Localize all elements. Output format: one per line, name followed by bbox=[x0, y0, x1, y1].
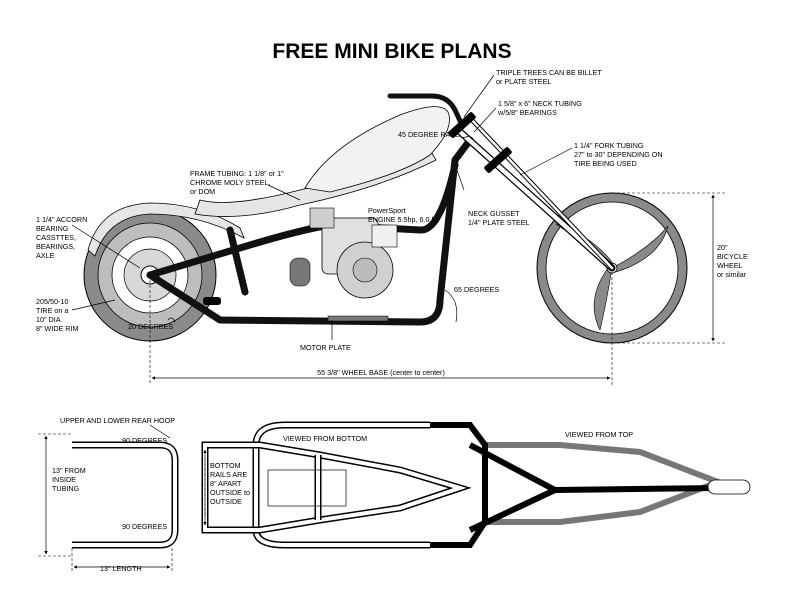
label-wheelbase: 55 3/8" WHEEL BASE (center to center) bbox=[317, 368, 445, 377]
label-bottom-rails-5: OUTSIDE bbox=[210, 497, 242, 506]
motor-plate bbox=[327, 315, 389, 322]
label-rake: 45 DEGREE RAKE bbox=[398, 130, 460, 139]
frame-top-view bbox=[430, 422, 751, 548]
gas-tank bbox=[304, 106, 450, 193]
label-neck-tubing-1: 1 5/8" x 6" NECK TUBING bbox=[498, 99, 582, 108]
label-frame-tubing-1: FRAME TUBING: 1 1/8" or 1" bbox=[190, 169, 284, 178]
label-rear-tire-3: 10" DIA. bbox=[36, 315, 63, 324]
engine bbox=[289, 207, 398, 299]
label-frame-tubing-3: or DOM bbox=[190, 187, 215, 196]
label-neck-tubing-2: w/5/8" BEARINGS bbox=[497, 108, 557, 117]
foot-peg bbox=[203, 297, 221, 305]
label-fork-tubing-1: 1 1/4" FORK TUBING bbox=[574, 141, 644, 150]
label-90-degrees-bottom: 90 DEGREES bbox=[122, 522, 167, 531]
label-rear-tire-2: TIRE on a bbox=[36, 306, 68, 315]
label-bearing-4: BEARINGS, bbox=[36, 242, 75, 251]
label-triple-trees-2: or PLATE STEEL bbox=[496, 77, 551, 86]
frame-bottom-view bbox=[201, 421, 472, 549]
label-fork-tubing-3: TIRE BEING USED bbox=[574, 159, 637, 168]
label-front-wheel-2: BICYCLE bbox=[717, 252, 748, 261]
label-viewed-from-top: VIEWED FROM TOP bbox=[565, 430, 633, 439]
label-front-wheel-1: 20" bbox=[717, 243, 728, 252]
label-neck-gusset-1: NECK GUSSET bbox=[468, 209, 520, 218]
label-bearing-2: BEARING bbox=[36, 224, 69, 233]
label-bottom-rails-2: RAILS ARE bbox=[210, 470, 247, 479]
page-title: FREE MINI BIKE PLANS bbox=[272, 40, 511, 63]
label-length: 13" LENGTH bbox=[100, 564, 142, 573]
rear-fender bbox=[87, 202, 245, 257]
label-rear-tire-1: 205/50-10 bbox=[36, 297, 68, 306]
annotation-lines bbox=[71, 74, 725, 385]
front-fork bbox=[448, 112, 616, 272]
label-90-degrees-top: 90 DEGREES bbox=[122, 436, 167, 445]
upper-labels: TRIPLE TREES CAN BE BILLET or PLATE STEE… bbox=[36, 68, 748, 377]
label-triple-trees-1: TRIPLE TREES CAN BE BILLET bbox=[496, 68, 602, 77]
label-bottom-rails-1: BOTTOM bbox=[210, 461, 241, 470]
label-fork-tubing-2: 27" to 30" DEPENDING ON bbox=[574, 150, 663, 159]
handlebars bbox=[387, 93, 465, 128]
label-inside-tubing-2: INSIDE bbox=[52, 475, 76, 484]
label-rear-hoop: UPPER AND LOWER REAR HOOP bbox=[60, 416, 175, 425]
label-engine-2: ENGINE 5.5hp, 6.0 hp bbox=[368, 215, 440, 224]
label-bottom-rails-4: OUTSIDE to bbox=[210, 488, 250, 497]
label-angle-65: 65 DEGREES bbox=[454, 285, 499, 294]
label-neck-gusset-2: 1/4" PLATE STEEL bbox=[468, 218, 530, 227]
label-bearing-3: CASSTTES, bbox=[36, 233, 76, 242]
label-frame-tubing-2: CHROME MOLY STEEL, bbox=[190, 178, 270, 187]
label-bottom-rails-3: 8" APART bbox=[210, 479, 242, 488]
seat bbox=[194, 149, 437, 217]
label-front-wheel-4: or similar bbox=[717, 270, 747, 279]
rear-hoop-detail bbox=[38, 424, 179, 572]
label-angle-20: 20 DEGREES bbox=[128, 322, 173, 331]
label-bearing-1: 1 1/4" ACCORN bbox=[36, 215, 87, 224]
label-inside-tubing-1: 13" FROM bbox=[52, 466, 86, 475]
label-viewed-from-bottom: VIEWED FROM BOTTOM bbox=[283, 434, 367, 443]
label-engine-1: PowerSport bbox=[368, 206, 406, 215]
label-motor-plate: MOTOR PLATE bbox=[300, 343, 351, 352]
label-front-wheel-3: WHEEL bbox=[717, 261, 743, 270]
label-bearing-5: AXLE bbox=[36, 251, 55, 260]
label-inside-tubing-3: TUBING bbox=[52, 484, 80, 493]
label-rear-tire-4: 8" WIDE RIM bbox=[36, 324, 78, 333]
